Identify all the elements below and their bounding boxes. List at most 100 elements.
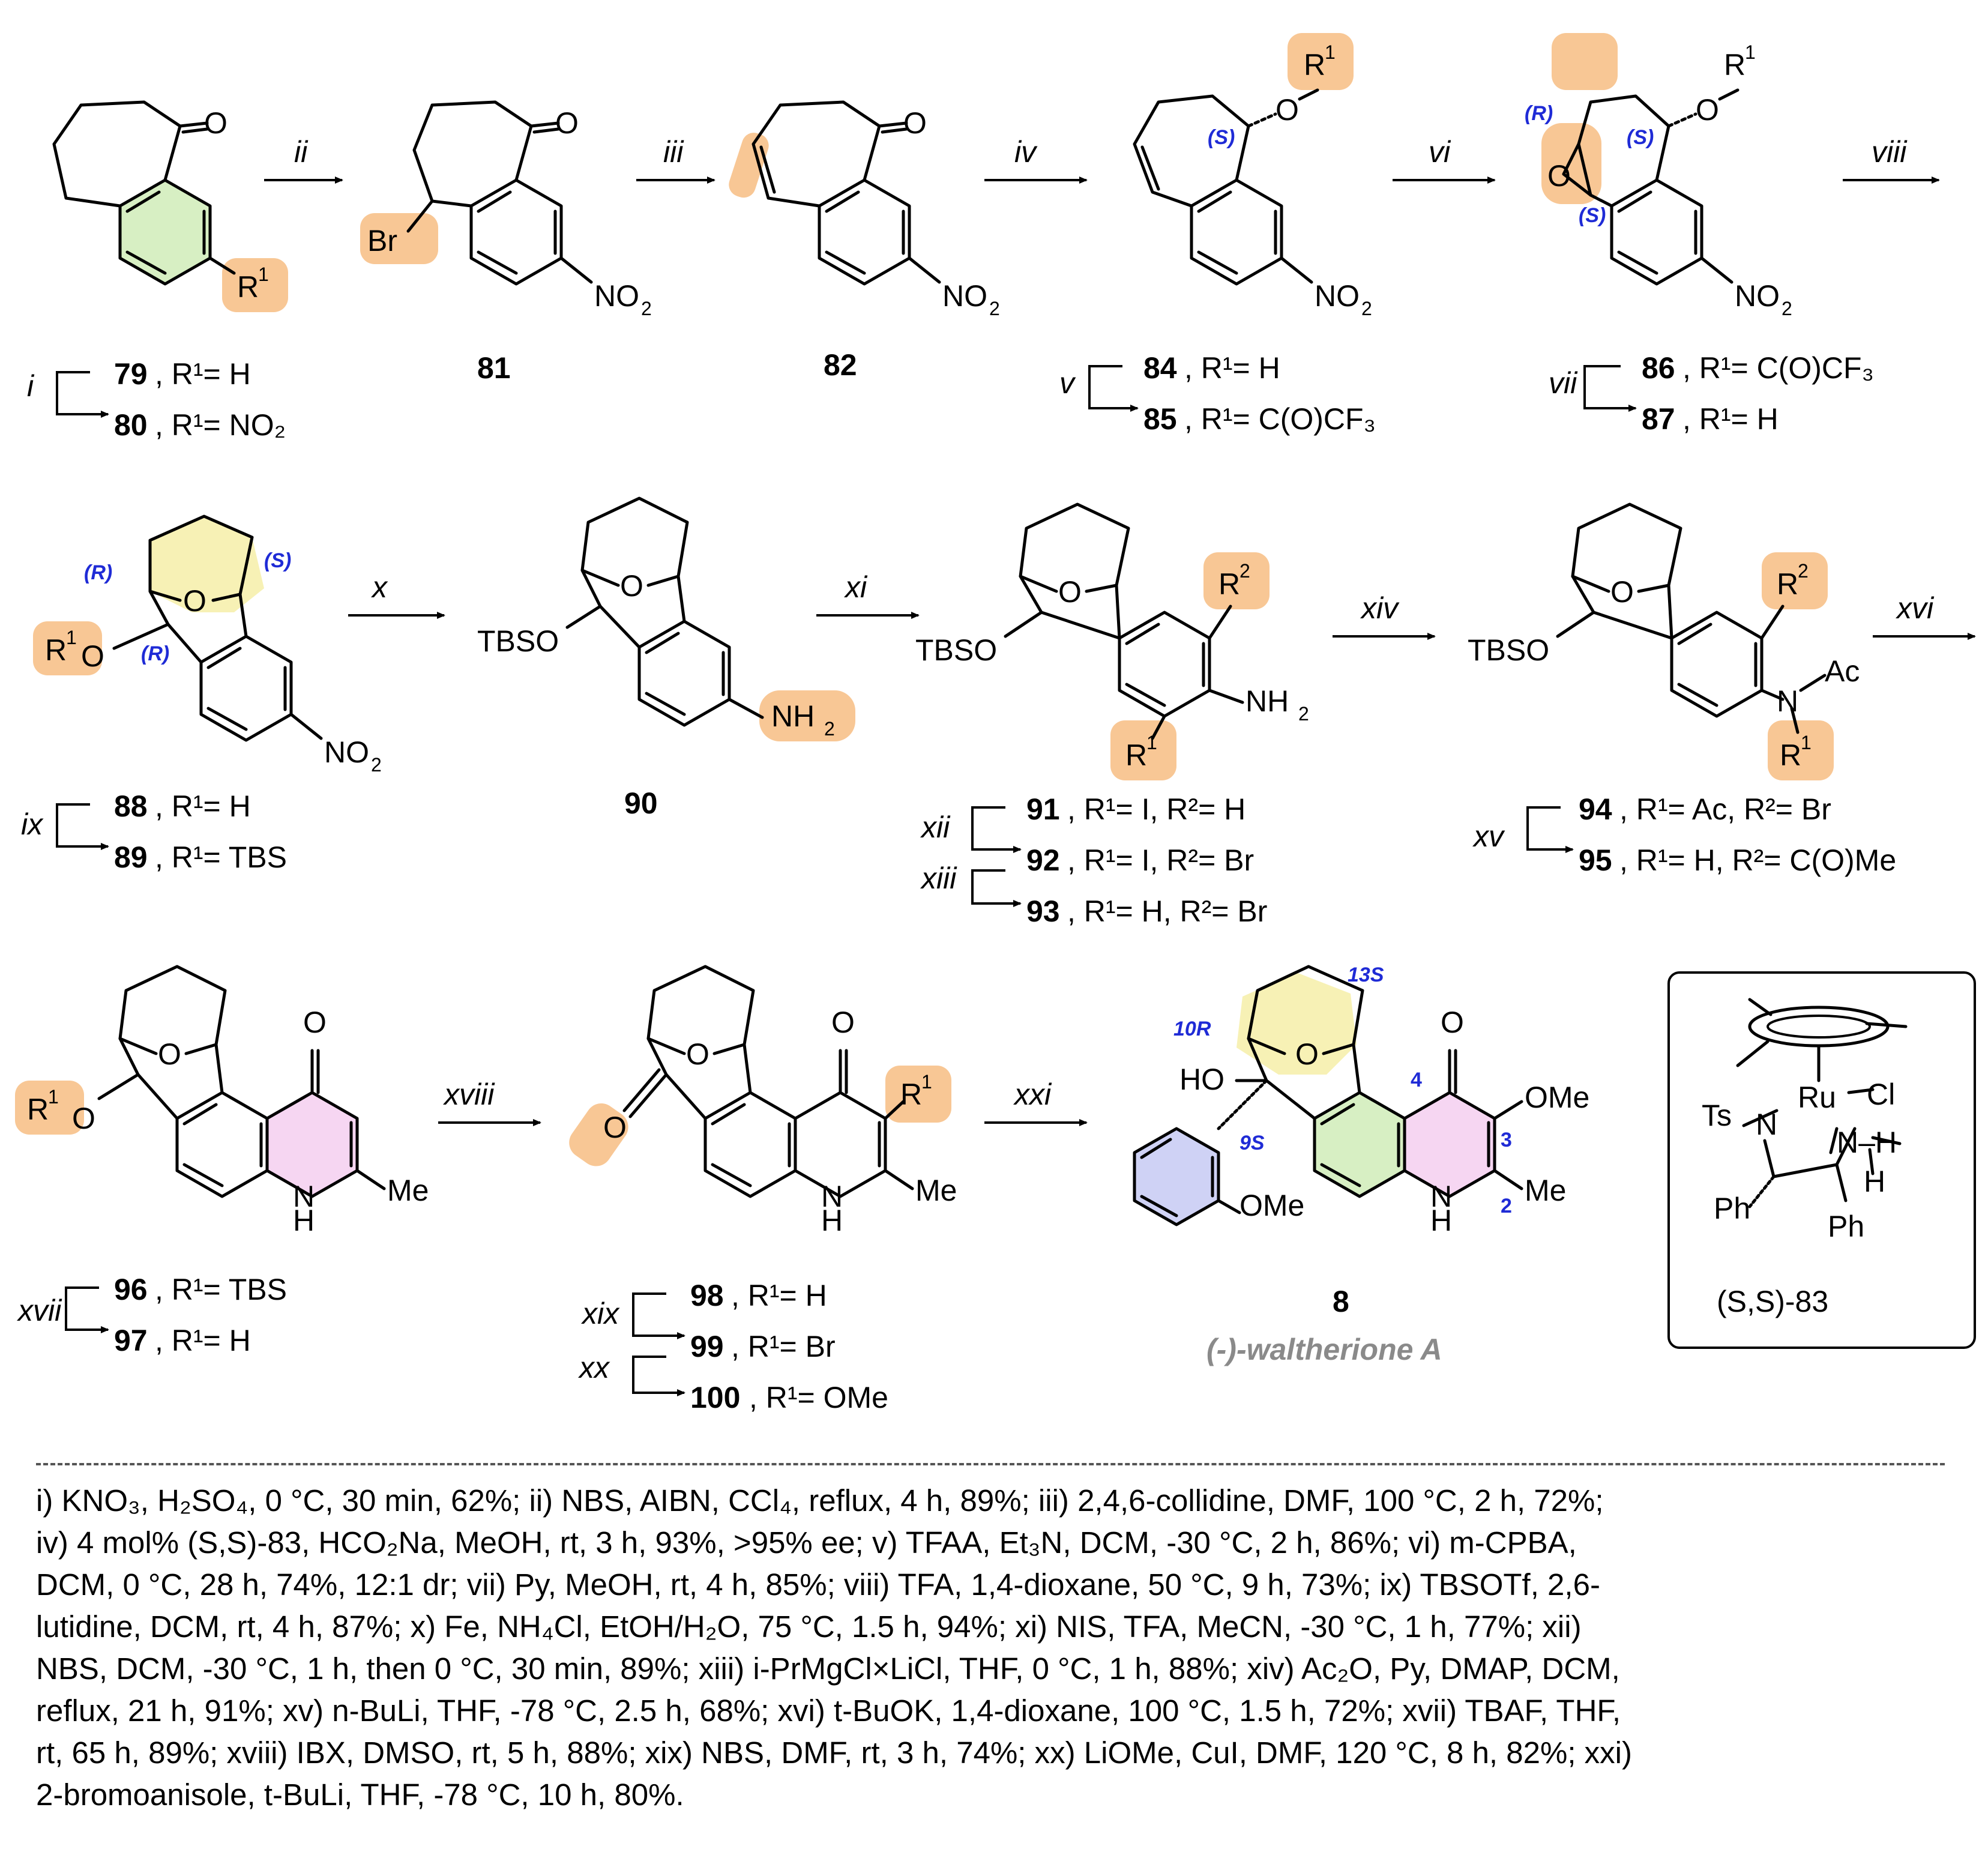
compound-89-label: 89 xyxy=(114,840,148,874)
position-number: 4 xyxy=(1411,1069,1422,1091)
compound-8-label: 8 xyxy=(1333,1285,1349,1318)
position-number: 3 xyxy=(1501,1129,1512,1151)
compound-93-label: 93 xyxy=(1026,894,1060,928)
step-xiv: xiv xyxy=(1360,591,1400,625)
compound-80-def: , R¹= NO₂ xyxy=(155,408,286,442)
atom-R: R xyxy=(1780,738,1801,772)
atom-sup: 1 xyxy=(921,1071,932,1093)
atom-H: H xyxy=(1430,1204,1452,1237)
stereo-label: (R) xyxy=(1525,102,1553,125)
atom-O: O xyxy=(686,1037,709,1071)
atom-R: R xyxy=(1304,48,1325,82)
compound-97-label: 97 xyxy=(114,1324,148,1357)
compound-97-def: , R¹= H xyxy=(155,1324,251,1357)
atom-sub: 2 xyxy=(641,298,652,319)
atom-NH: N–H xyxy=(1837,1126,1897,1159)
conditions-line: rt, 65 h, 89%; xviii) IBX, DMSO, rt, 5 h… xyxy=(36,1736,1632,1770)
step-vi: vi xyxy=(1429,135,1451,169)
atom-O: O xyxy=(1276,93,1299,127)
atom-Ac: Ac xyxy=(1825,654,1860,688)
step-x: x xyxy=(371,570,388,604)
step-v: v xyxy=(1059,366,1076,400)
structure-90: O TBSO NH 2 xyxy=(477,496,855,741)
step-xviii: xviii xyxy=(443,1078,495,1111)
atom-N: N xyxy=(1756,1108,1777,1141)
atom-R: R xyxy=(45,633,67,667)
step-iii: iii xyxy=(663,135,684,169)
atom-O: O xyxy=(204,106,227,140)
compound-89-def: , R¹= TBS xyxy=(155,840,287,874)
conditions-line: iv) 4 mol% (S,S)-83, HCO₂Na, MeOH, rt, 3… xyxy=(36,1525,1577,1560)
conditions-line: NBS, DCM, -30 °C, 1 h, then 0 °C, 30 min… xyxy=(36,1651,1620,1686)
compound-99-def: , R¹= Br xyxy=(731,1330,836,1363)
compound-83-label: (S,S)-83 xyxy=(1717,1285,1828,1318)
atom-sup: 1 xyxy=(258,264,269,285)
atom-R: R xyxy=(1218,567,1240,601)
step-ii: ii xyxy=(294,135,309,169)
atom-sup: 1 xyxy=(1801,732,1812,753)
compound-86-label: 86 xyxy=(1642,351,1675,385)
compound-82-label: 82 xyxy=(824,348,857,382)
step-xii: xii xyxy=(920,810,951,844)
atom-sub: 2 xyxy=(1361,298,1372,319)
step-vii: vii xyxy=(1549,366,1578,400)
atom-sub: 2 xyxy=(371,754,382,776)
stereo-label: 9S xyxy=(1239,1132,1265,1154)
structure-96: O O R 1 O N H Me xyxy=(15,965,429,1237)
step-xvi: xvi xyxy=(1896,591,1935,625)
atom-O: O xyxy=(555,106,579,140)
compound-96-label: 96 xyxy=(114,1273,148,1306)
compound-79-label: 79 xyxy=(114,357,148,391)
atom-R: R xyxy=(27,1093,49,1126)
atom-O: O xyxy=(72,1102,95,1135)
conditions-line: i) KNO₃, H₂SO₄, 0 °C, 30 min, 62%; ii) N… xyxy=(36,1483,1604,1518)
step-ix: ix xyxy=(21,807,44,841)
atom-R: R xyxy=(1125,738,1147,772)
atom-sup: 1 xyxy=(66,627,77,648)
atom-H: H xyxy=(1864,1165,1885,1198)
atom-R: R xyxy=(900,1078,922,1111)
atom-sup: 1 xyxy=(1325,41,1336,63)
step-xix: xix xyxy=(581,1297,620,1330)
atom-O: O xyxy=(903,106,927,140)
synthesis-scheme: O R 1 79 , R¹= H 80 , R¹= NO₂ i ii O Br … xyxy=(15,33,1976,1414)
atom-Me: Me xyxy=(1525,1174,1566,1207)
atom-O: O xyxy=(1610,575,1634,609)
compound-91-label: 91 xyxy=(1026,792,1060,826)
atom-sub: 2 xyxy=(989,298,1000,319)
atom-O: O xyxy=(620,569,643,603)
atom-NO2: NO xyxy=(594,279,639,313)
atom-Me: Me xyxy=(387,1174,429,1207)
compound-92-label: 92 xyxy=(1026,843,1060,877)
position-number: 2 xyxy=(1501,1195,1512,1217)
atom-Ph: Ph xyxy=(1714,1192,1750,1225)
structure-81: O Br NO 2 xyxy=(360,100,652,319)
structure-91: O TBSO R 2 NH 2 R 1 xyxy=(915,502,1309,780)
structure-82: O NO 2 xyxy=(729,100,1000,319)
compound-99-label: 99 xyxy=(690,1330,724,1363)
atom-NO2: NO xyxy=(324,735,369,769)
atom-H: H xyxy=(821,1204,843,1237)
compound-88-def: , R¹= H xyxy=(155,789,251,823)
compound-95-def: , R¹= H, R²= C(O)Me xyxy=(1619,843,1896,877)
conditions-line: 2-bromoanisole, t-BuLi, THF, -78 °C, 10 … xyxy=(36,1778,684,1812)
compound-93-def: , R¹= H, R²= Br xyxy=(1067,894,1267,928)
compound-84-def: , R¹= H xyxy=(1184,351,1280,385)
atom-TBSO: TBSO xyxy=(915,633,997,667)
compound-8-name: (-)-waltherione A xyxy=(1206,1333,1442,1366)
stereo-label: (S) xyxy=(1208,126,1235,149)
structure-88: O R 1 O NO 2 (R) (R) (S) xyxy=(33,514,382,776)
atom-N: N xyxy=(821,1180,843,1213)
atom-O: O xyxy=(158,1037,181,1071)
atom-NO2: NO xyxy=(1735,279,1780,313)
atom-sup: 1 xyxy=(48,1086,59,1108)
atom-sub: 2 xyxy=(824,718,835,740)
atom-O: O xyxy=(831,1006,855,1039)
atom-R: R xyxy=(237,270,259,304)
compound-94-label: 94 xyxy=(1579,792,1612,826)
atom-R: R xyxy=(1777,567,1798,601)
step-xiii: xiii xyxy=(920,861,957,895)
atom-OMe: OMe xyxy=(1239,1189,1304,1222)
compound-90-label: 90 xyxy=(624,786,658,820)
atom-O: O xyxy=(1547,159,1571,193)
